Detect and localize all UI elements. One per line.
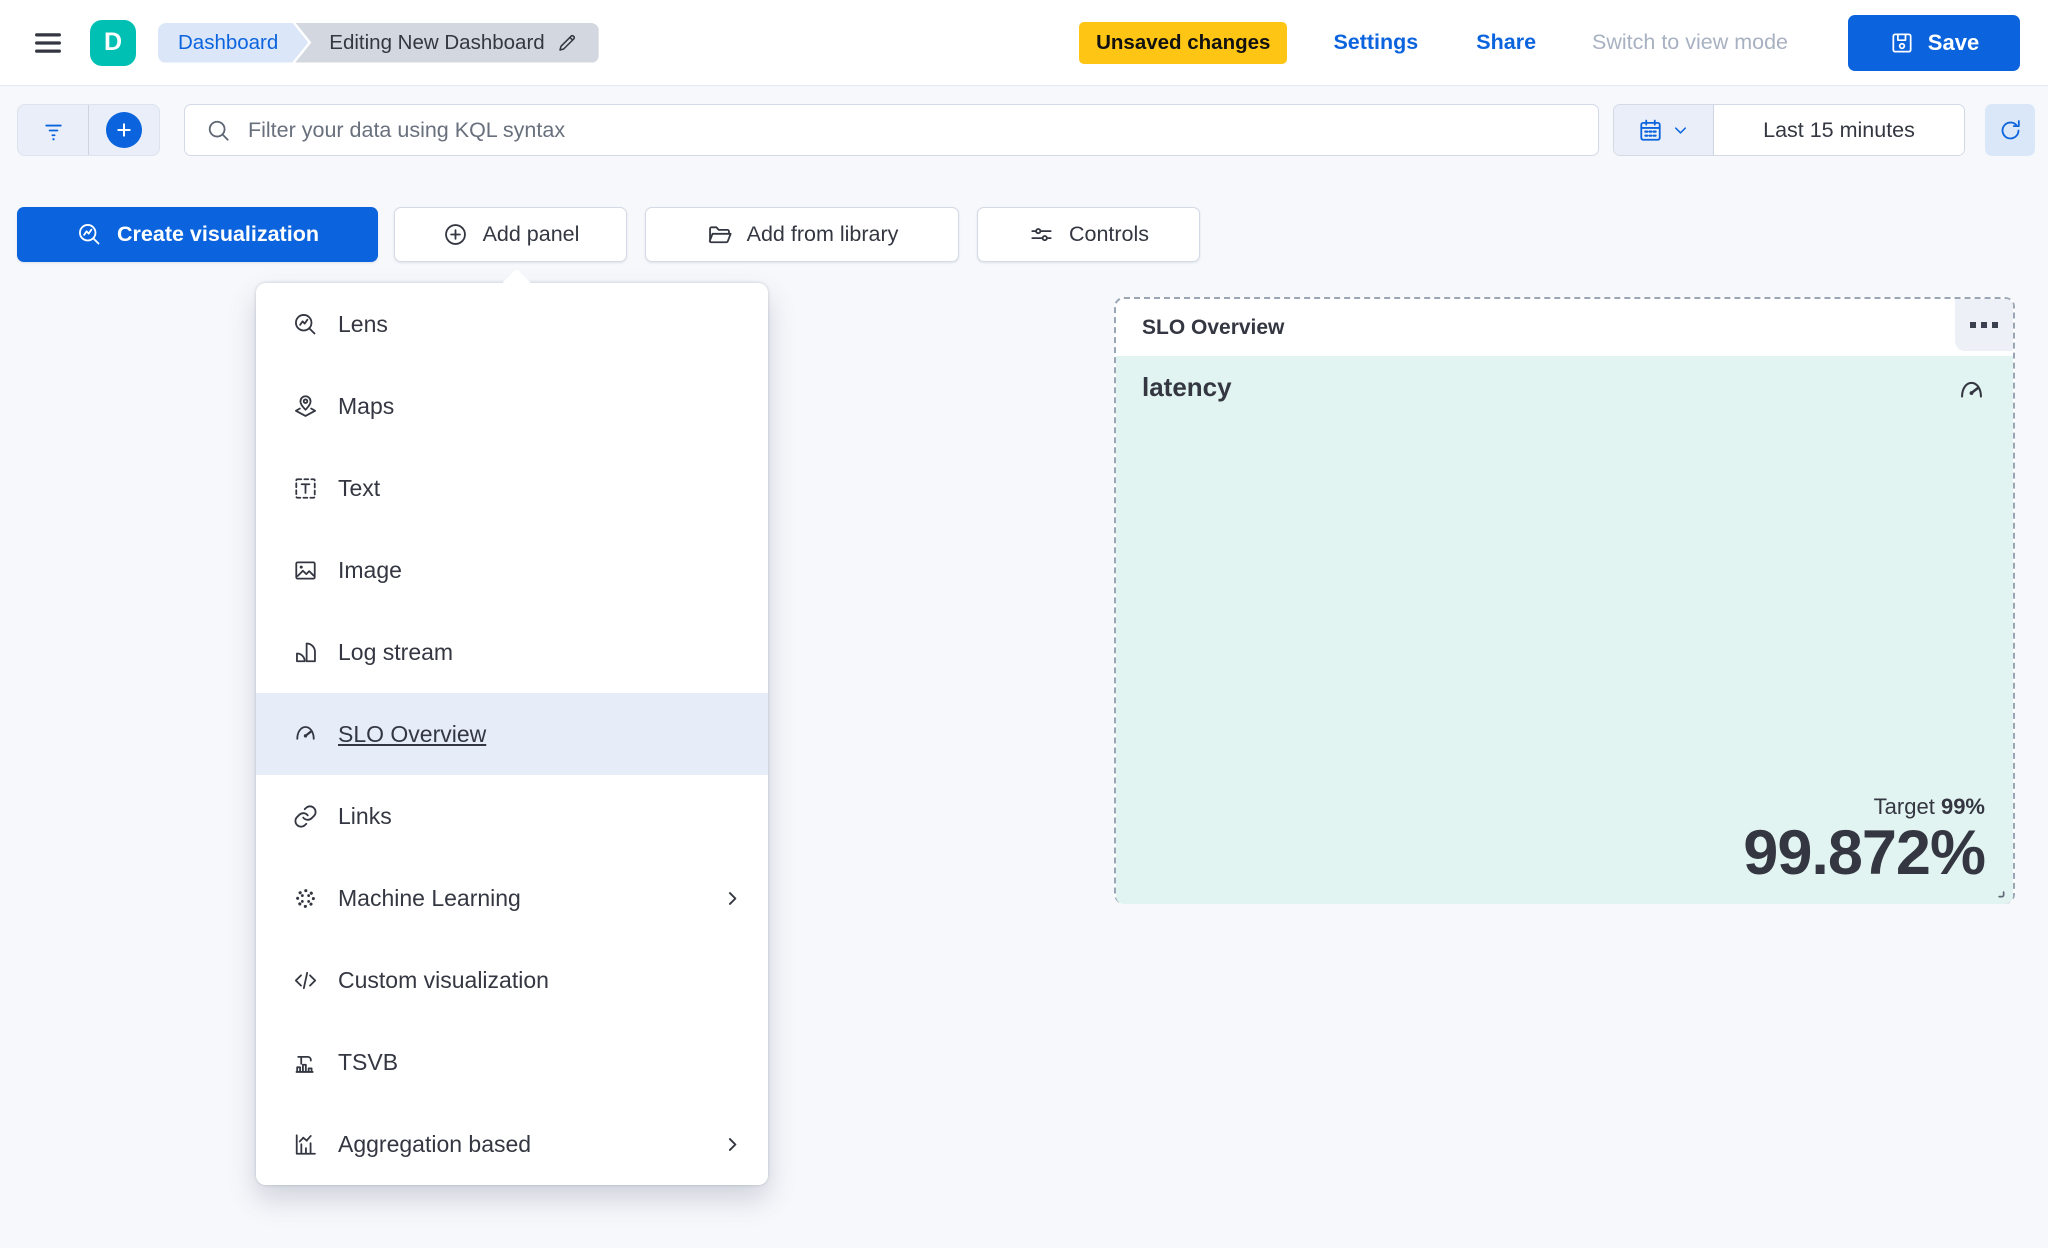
lens-icon bbox=[76, 221, 103, 248]
create-visualization-label: Create visualization bbox=[117, 222, 319, 246]
controls-label: Controls bbox=[1068, 222, 1150, 246]
panel-options-icon bbox=[1970, 322, 1976, 328]
folder-icon bbox=[706, 221, 733, 248]
menu-item-aggregation-based[interactable]: Aggregation based bbox=[256, 1103, 768, 1185]
breadcrumb: Dashboard Editing New Dashboard bbox=[158, 22, 599, 63]
add-panel-label: Add panel bbox=[482, 222, 580, 246]
menu-item-tsvb[interactable]: TSVB bbox=[256, 1021, 768, 1103]
slo-overview-panel: SLO Overview latency Target 99% 99.872% bbox=[1114, 297, 2015, 904]
filter-icon bbox=[40, 117, 67, 144]
menu-hamburger-button[interactable] bbox=[26, 21, 70, 65]
menu-item-text[interactable]: Text bbox=[256, 447, 768, 529]
resize-handle-icon[interactable] bbox=[1989, 882, 2007, 900]
space-avatar[interactable]: D bbox=[90, 19, 136, 66]
chevron-right-icon bbox=[721, 887, 744, 910]
panel-header: SLO Overview bbox=[1116, 299, 2013, 356]
breadcrumb-current-label: Editing New Dashboard bbox=[329, 30, 545, 54]
slo-panel-body: latency Target 99% 99.872% bbox=[1116, 356, 2013, 904]
text-icon bbox=[292, 475, 319, 502]
panel-title: SLO Overview bbox=[1142, 315, 1285, 339]
controls-button[interactable]: Controls bbox=[977, 207, 1200, 262]
slo-kpi: Target 99% 99.872% bbox=[1743, 794, 1986, 888]
aggregation-icon bbox=[292, 1131, 319, 1158]
dashboard-toolbar: Create visualization Add panel Add from … bbox=[17, 207, 1200, 262]
add-filter-button[interactable] bbox=[88, 105, 159, 155]
date-picker-calendar-button[interactable] bbox=[1614, 105, 1714, 155]
refresh-button[interactable] bbox=[1985, 104, 2035, 156]
kql-search-box bbox=[184, 104, 1599, 156]
breadcrumb-dashboard[interactable]: Dashboard bbox=[158, 23, 308, 63]
sliders-icon bbox=[1028, 221, 1055, 248]
settings-button[interactable]: Settings bbox=[1333, 30, 1419, 54]
add-filter-circle bbox=[106, 112, 142, 148]
unsaved-changes-badge: Unsaved changes bbox=[1079, 21, 1288, 64]
share-button[interactable]: Share bbox=[1476, 30, 1537, 54]
app-header: D Dashboard Editing New Dashboard Unsave… bbox=[0, 0, 2048, 86]
query-bar: Last 15 minutes bbox=[17, 104, 2035, 156]
menu-item-slo-overview[interactable]: SLO Overview bbox=[256, 693, 768, 775]
add-panel-menu: Lens Maps Text Image Log stream SLO Over… bbox=[256, 268, 768, 1185]
maps-icon bbox=[292, 393, 319, 420]
log-stream-icon bbox=[292, 639, 319, 666]
code-icon bbox=[292, 967, 319, 994]
machine-learning-icon bbox=[292, 885, 319, 912]
create-visualization-button[interactable]: Create visualization bbox=[17, 207, 378, 262]
filter-button-group bbox=[17, 104, 160, 156]
save-button[interactable]: Save bbox=[1848, 14, 2020, 71]
menu-item-links[interactable]: Links bbox=[256, 775, 768, 857]
menu-item-maps[interactable]: Maps bbox=[256, 365, 768, 447]
image-icon bbox=[292, 557, 319, 584]
filter-options-button[interactable] bbox=[18, 105, 88, 155]
add-from-library-label: Add from library bbox=[746, 222, 899, 246]
calendar-icon bbox=[1637, 117, 1664, 144]
link-icon bbox=[292, 803, 319, 830]
kql-search-input[interactable] bbox=[248, 117, 1598, 143]
slo-target-value: 99% bbox=[1940, 793, 1985, 819]
pencil-icon[interactable] bbox=[556, 31, 579, 54]
slo-target-label: Target bbox=[1873, 793, 1935, 819]
switch-to-view-mode-button[interactable]: Switch to view mode bbox=[1592, 30, 1788, 54]
menu-item-log-stream[interactable]: Log stream bbox=[256, 611, 768, 693]
time-range-button[interactable]: Last 15 minutes bbox=[1714, 105, 1964, 155]
add-panel-button[interactable]: Add panel bbox=[394, 207, 627, 262]
add-from-library-button[interactable]: Add from library bbox=[645, 207, 959, 262]
gauge-icon bbox=[1956, 376, 1987, 407]
save-icon bbox=[1889, 30, 1915, 56]
lens-icon bbox=[292, 311, 319, 338]
slo-name: latency bbox=[1142, 372, 1232, 402]
add-panel-menu-list: Lens Maps Text Image Log stream SLO Over… bbox=[256, 283, 768, 1185]
menu-item-image[interactable]: Image bbox=[256, 529, 768, 611]
slo-target: Target 99% bbox=[1743, 794, 1985, 820]
menu-item-machine-learning[interactable]: Machine Learning bbox=[256, 857, 768, 939]
menu-item-custom-visualization[interactable]: Custom visualization bbox=[256, 939, 768, 1021]
slo-sli-value: 99.872% bbox=[1743, 817, 1986, 888]
menu-item-lens[interactable]: Lens bbox=[256, 283, 768, 365]
tsvb-icon bbox=[292, 1049, 319, 1076]
plus-icon bbox=[113, 119, 135, 141]
hamburger-icon bbox=[31, 26, 65, 60]
panel-options-button[interactable] bbox=[1955, 299, 2013, 351]
date-picker-group: Last 15 minutes bbox=[1613, 104, 1965, 156]
plus-circle-icon bbox=[442, 221, 469, 248]
refresh-icon bbox=[1997, 117, 2024, 144]
gauge-icon bbox=[292, 721, 319, 748]
save-button-label: Save bbox=[1927, 29, 1980, 55]
search-icon bbox=[205, 117, 232, 144]
chevron-right-icon bbox=[721, 1133, 744, 1156]
breadcrumb-current-page[interactable]: Editing New Dashboard bbox=[295, 22, 599, 63]
chevron-down-icon bbox=[1671, 121, 1690, 140]
